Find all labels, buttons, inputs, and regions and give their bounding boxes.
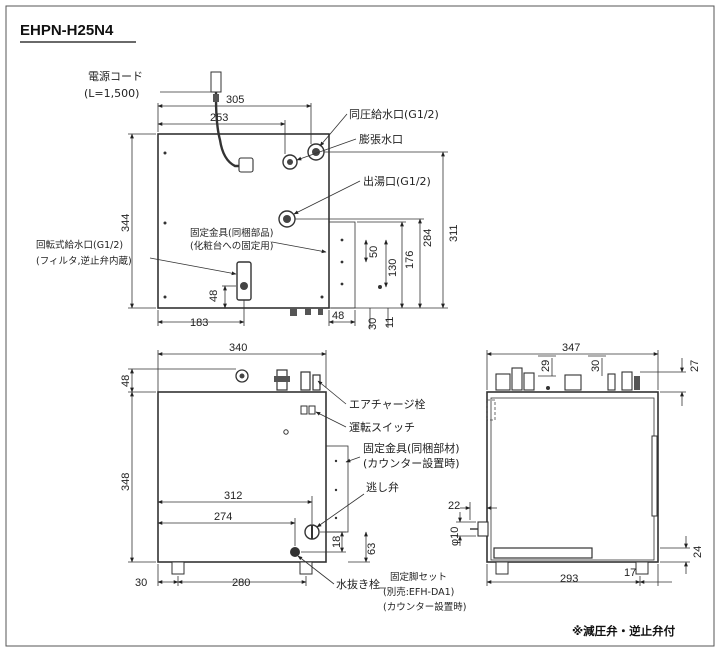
label-fixing-bracket-top-2: (化粧台への固定用) <box>190 240 273 252</box>
dim-253: 253 <box>210 112 228 124</box>
dim-30-side: 30 <box>590 360 602 372</box>
label-power-cord: 電源コード <box>88 69 143 83</box>
dim-48-right: 48 <box>332 310 344 322</box>
dim-312: 312 <box>224 490 242 502</box>
label-expansion-outlet: 膨張水口 <box>359 132 403 146</box>
label-power-cord-length: (L=1,500) <box>84 87 139 100</box>
dim-24: 24 <box>692 546 704 558</box>
dim-305: 305 <box>226 94 244 106</box>
dim-344: 344 <box>120 214 132 232</box>
dim-30-front: 30 <box>135 577 147 589</box>
dim-176: 176 <box>404 251 416 269</box>
top-view: 電源コード (L=1,500) 同圧給水口(G1/2) 膨張水口 出湯口(G1/… <box>36 69 460 330</box>
label-rotary-inlet-2: (フィルタ,逆止弁内蔵) <box>36 255 132 267</box>
dim-274: 274 <box>214 511 232 523</box>
top-fixing-bracket <box>328 221 356 309</box>
dim-22: 22 <box>448 500 460 512</box>
dim-130: 130 <box>387 259 399 277</box>
dim-17: 17 <box>624 567 636 579</box>
drain-plug-icon <box>290 547 300 557</box>
label-same-pressure-inlet: 同圧給水口(G1/2) <box>349 107 439 121</box>
run-switch-icon <box>283 429 289 435</box>
dim-284: 284 <box>422 229 434 247</box>
front-view-body <box>157 391 327 563</box>
side-view-body <box>486 391 659 563</box>
outer-frame <box>5 5 715 647</box>
dim-48-top: 48 <box>208 290 220 302</box>
dim-27: 27 <box>689 360 701 372</box>
dim-347: 347 <box>562 342 580 354</box>
dim-348: 348 <box>120 473 132 491</box>
model-title: EHPN-H25N4 <box>20 22 114 39</box>
label-run-switch: 運転スイッチ <box>349 421 415 434</box>
label-rotary-inlet-1: 回転式給水口(G1/2) <box>36 239 123 251</box>
dim-phi10: φ10 <box>449 527 461 546</box>
power-cord-line <box>214 74 251 168</box>
dim-48-front: 48 <box>120 375 132 387</box>
label-fixing-legs-1: 固定脚セット <box>390 571 447 583</box>
label-fixing-bracket-front-1: 固定金具(同梱部材) <box>363 441 460 455</box>
front-fixing-bracket <box>325 445 349 533</box>
label-hot-water-outlet: 出湯口(G1/2) <box>363 174 431 188</box>
dim-183: 183 <box>190 317 208 329</box>
front-view: エアチャージ栓 運転スイッチ 固定金具(同梱部材) (カウンター設置時) 逃し弁… <box>120 342 466 613</box>
dim-11: 11 <box>384 317 396 328</box>
dim-50: 50 <box>368 246 380 258</box>
dim-63: 63 <box>366 543 378 555</box>
label-fixing-bracket-top-1: 固定金具(同梱部品) <box>190 227 273 239</box>
dim-18: 18 <box>331 536 343 548</box>
dim-30-top: 30 <box>367 318 379 330</box>
top-view-body <box>157 133 330 309</box>
dim-340: 340 <box>229 342 247 354</box>
label-relief-valve: 逃し弁 <box>366 480 399 494</box>
label-fixing-legs-3: (カウンター設置時) <box>383 601 466 613</box>
power-plug <box>210 71 222 93</box>
side-view: 347 29 30 27 22 φ10 293 17 24 <box>448 342 704 586</box>
dim-280: 280 <box>232 577 250 589</box>
label-air-charge-plug: エアチャージ栓 <box>349 397 425 411</box>
side-fixing-leg-bar <box>493 547 593 559</box>
dim-293: 293 <box>560 573 578 585</box>
label-drain-plug: 水抜き栓 <box>336 577 380 591</box>
label-fixing-bracket-front-2: (カウンター設置時) <box>363 456 460 470</box>
footnote-pressure-valve: ※減圧弁・逆止弁付 <box>572 624 676 638</box>
dim-29: 29 <box>540 360 552 372</box>
label-fixing-legs-2: (別売:EFH-DA1) <box>383 586 454 598</box>
dim-311: 311 <box>448 224 460 242</box>
rotary-inlet-fitting <box>236 261 252 301</box>
